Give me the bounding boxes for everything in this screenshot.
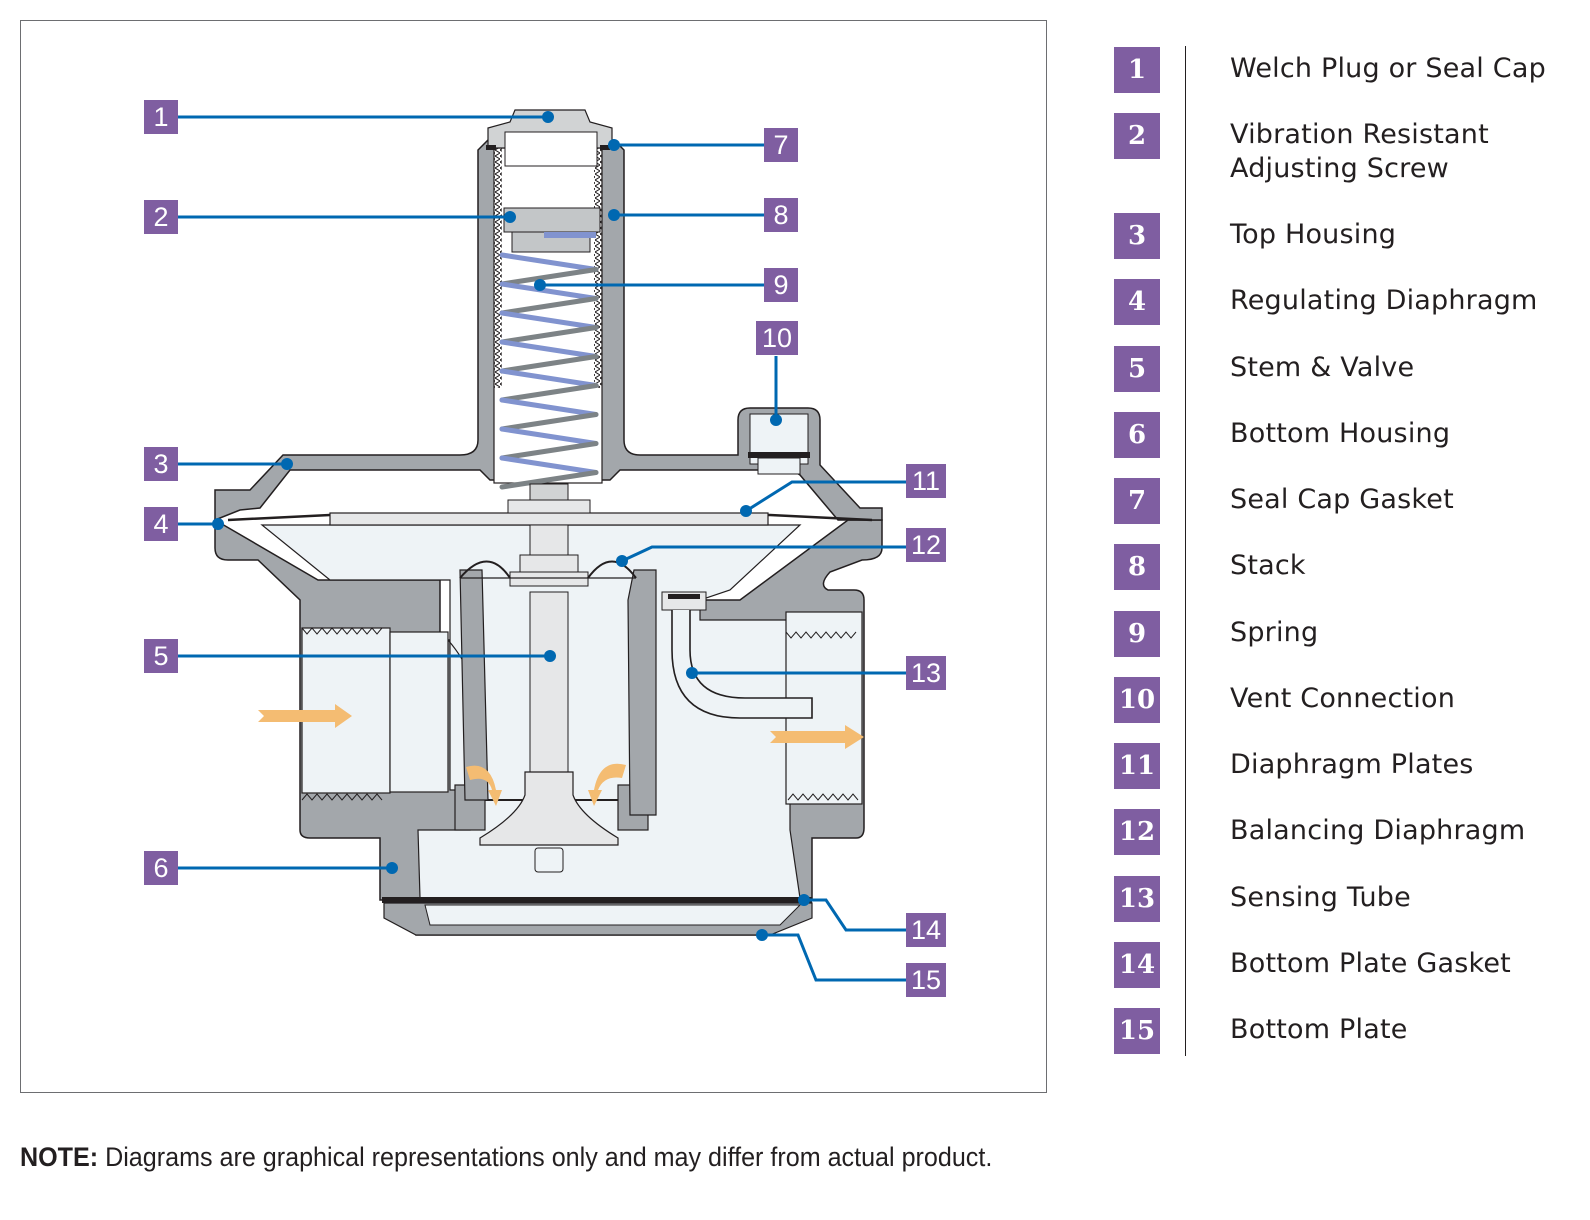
diaphragm-plates [329, 512, 769, 526]
valve-flow-right-arrow [588, 763, 626, 806]
leader-dots [212, 111, 810, 941]
legend-label-14: Bottom Plate Gasket [1230, 948, 1511, 979]
callout-12: 12 [906, 528, 946, 562]
legend-label-6: Bottom Housing [1230, 418, 1451, 449]
bottom-plate [382, 897, 813, 936]
legend-label-3: Top Housing [1230, 219, 1397, 250]
legend-label-1: Welch Plug or Seal Cap [1230, 53, 1546, 84]
legend-label-13: Sensing Tube [1230, 882, 1411, 913]
regulating-diaphragm [227, 483, 873, 526]
spring [499, 252, 599, 490]
inlet-flow-arrow [258, 704, 352, 728]
callout-14: 14 [906, 913, 946, 947]
callout-5: 5 [144, 639, 178, 673]
spring-coil-front [499, 339, 599, 359]
spring-coil-front [499, 310, 599, 330]
callout-11: 11 [906, 464, 946, 498]
spring-coil-back [499, 441, 599, 461]
legend-label-4: Regulating Diaphragm [1230, 285, 1538, 316]
spring-coil-back [499, 267, 599, 287]
leader-lines [178, 115, 908, 982]
legend-number-12: 12 [1114, 809, 1160, 855]
legend-label-5: Stem & Valve [1230, 352, 1415, 383]
legend-number-11: 11 [1114, 743, 1160, 789]
note-text: Diagrams are graphical representations o… [98, 1142, 993, 1172]
spring-coil-back [499, 383, 599, 403]
callout-2: 2 [144, 200, 178, 234]
legend-label-10: Vent Connection [1230, 683, 1456, 714]
spring-coil-front [499, 252, 599, 272]
spring-coil-back [499, 354, 599, 374]
callout-15: 15 [906, 963, 946, 997]
legend-number-14: 14 [1114, 942, 1160, 988]
adjusting-screw [503, 207, 601, 253]
callout-3: 3 [144, 447, 178, 481]
legend-label-8: Stack [1230, 550, 1306, 581]
legend-divider [1185, 46, 1186, 1056]
seal-cap [486, 109, 613, 167]
legend-number-4: 4 [1114, 279, 1160, 325]
callout-8: 8 [764, 198, 798, 232]
callout-13: 13 [906, 656, 946, 690]
legend-label-2: Vibration Resistant Adjusting Screw [1230, 119, 1489, 184]
legend-number-8: 8 [1114, 544, 1160, 590]
legend-number-13: 13 [1114, 876, 1160, 922]
callout-1: 1 [144, 100, 178, 134]
legend-number-15: 15 [1114, 1008, 1160, 1054]
seal-cap-gasket [486, 145, 496, 150]
spring-coil-back [499, 470, 599, 490]
spring-coil-back [499, 325, 599, 345]
callout-6: 6 [144, 851, 178, 885]
legend-label-15: Bottom Plate [1230, 1014, 1408, 1045]
callout-7: 7 [764, 128, 798, 162]
legend-number-6: 6 [1114, 412, 1160, 458]
outlet-flow-arrow [770, 725, 864, 749]
flow-arrows [258, 704, 864, 806]
note-prefix: NOTE: [20, 1142, 99, 1172]
spring-coil-back [499, 412, 599, 432]
callout-4: 4 [144, 507, 178, 541]
spring-coil-front [499, 281, 599, 301]
callout-9: 9 [764, 268, 798, 302]
spring-coil-front [499, 397, 599, 417]
callout-10: 10 [756, 321, 798, 355]
legend-number-1: 1 [1114, 47, 1160, 93]
spring-coil-front [499, 426, 599, 446]
legend-number-3: 3 [1114, 213, 1160, 259]
legend-label-11: Diaphragm Plates [1230, 749, 1474, 780]
legend-label-7: Seal Cap Gasket [1230, 484, 1454, 515]
stem-and-valve [459, 524, 637, 873]
legend-label-9: Spring [1230, 617, 1319, 648]
legend-label-12: Balancing Diaphragm [1230, 815, 1526, 846]
spring-coil-front [499, 368, 599, 388]
disclaimer-note: NOTE: Diagrams are graphical representat… [20, 1142, 992, 1173]
legend-number-9: 9 [1114, 611, 1160, 657]
spring-coil-back [499, 296, 599, 316]
legend-number-5: 5 [1114, 346, 1160, 392]
spring-coil-front [499, 455, 599, 475]
valve-flow-left-arrow [466, 765, 502, 806]
legend-number-2: 2 [1114, 113, 1160, 159]
legend-number-7: 7 [1114, 478, 1160, 524]
bottom-plate-gasket [382, 897, 812, 903]
legend-number-10: 10 [1114, 677, 1160, 723]
balancing-diaphragm [459, 560, 637, 579]
